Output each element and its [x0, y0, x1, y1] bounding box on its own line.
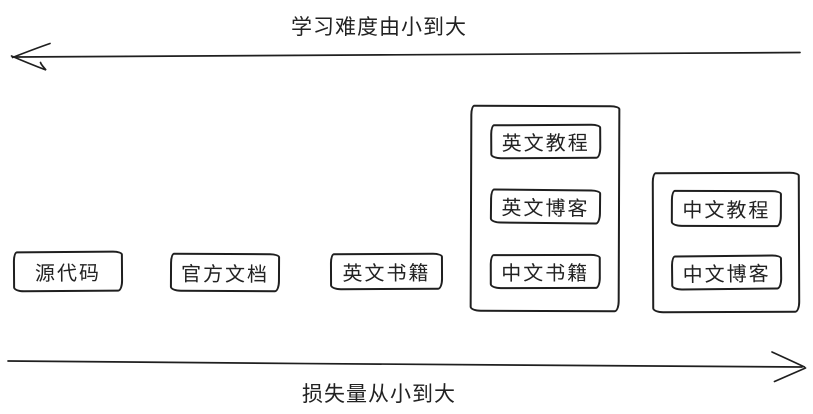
bottom-axis-label: 损失量从小到大: [302, 383, 456, 406]
box-official-docs: 官方文档: [169, 252, 281, 293]
top-axis-label: 学习难度由小到大: [291, 16, 467, 39]
box-chinese-tutorials: 中文教程: [670, 189, 782, 228]
right-arrow: [7, 351, 807, 383]
box-english-blogs-label: 英文博客: [500, 197, 590, 221]
box-official-docs-label: 官方文档: [180, 263, 270, 287]
box-english-tutorials-label: 英文教程: [501, 132, 590, 156]
box-english-books: 英文书籍: [329, 252, 444, 291]
box-source-code-label: 源代码: [34, 262, 102, 286]
box-chinese-books-label: 中文书籍: [500, 262, 589, 286]
box-chinese-blogs: 中文博客: [670, 254, 782, 291]
group-box-a: 英文教程 英文博客 中文书籍: [469, 104, 621, 313]
group-box-b: 中文教程 中文博客: [651, 171, 801, 314]
box-english-blogs: 英文博客: [489, 188, 601, 225]
box-source-code: 源代码: [12, 250, 124, 293]
box-chinese-books: 中文书籍: [489, 253, 601, 290]
box-english-books-label: 英文书籍: [342, 262, 431, 286]
box-english-tutorials: 英文教程: [489, 123, 601, 160]
left-arrow: [10, 42, 801, 71]
box-chinese-blogs-label: 中文博客: [682, 263, 771, 287]
box-chinese-tutorials-label: 中文教程: [681, 199, 770, 223]
